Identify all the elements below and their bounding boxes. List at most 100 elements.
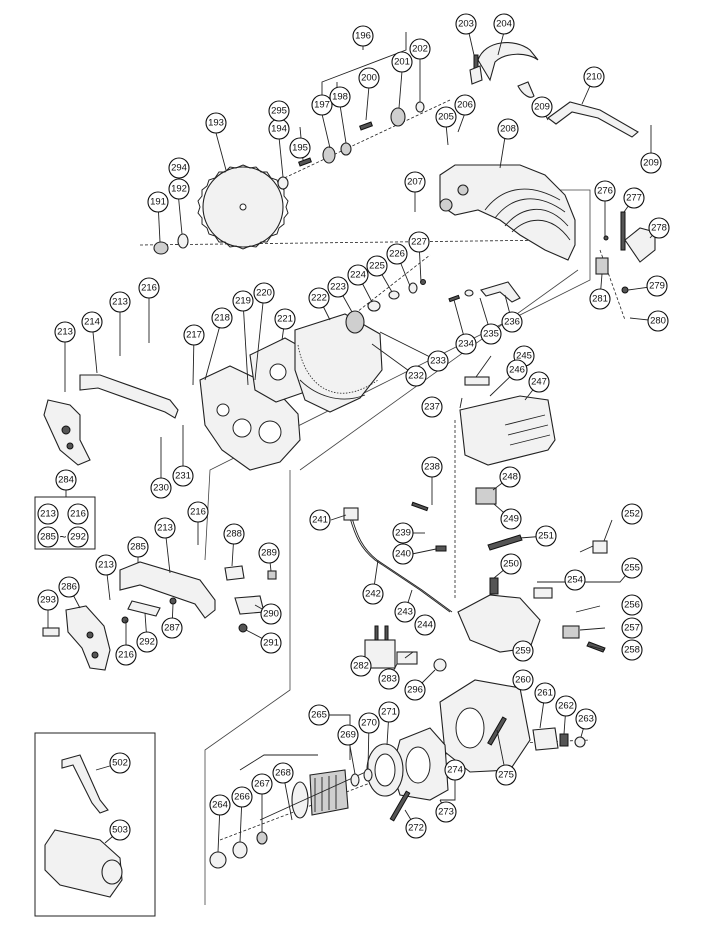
svg-text:214: 214 [84, 317, 100, 328]
callout-233: 233 [427, 350, 449, 372]
blade-bolt [153, 241, 169, 255]
svg-text:221: 221 [277, 314, 293, 325]
svg-text:293: 293 [40, 595, 56, 606]
saw-blade [197, 164, 289, 250]
callout-271: 271 [378, 701, 400, 723]
svg-text:205: 205 [438, 112, 454, 123]
svg-text:213: 213 [112, 297, 128, 308]
callout-266: 266 [231, 786, 253, 808]
callout-241: 241 [309, 509, 331, 531]
svg-text:223: 223 [330, 282, 346, 293]
callout-295: 295 [268, 100, 290, 122]
svg-text:262: 262 [558, 701, 574, 712]
callout-216: 216 [187, 501, 209, 523]
kit-callout-213: 213 [37, 503, 59, 525]
svg-text:290: 290 [263, 609, 279, 620]
svg-text:291: 291 [263, 638, 279, 649]
svg-text:267: 267 [254, 779, 270, 790]
svg-text:273: 273 [438, 807, 454, 818]
callout-259: 259 [512, 640, 534, 662]
svg-text:265: 265 [311, 710, 327, 721]
svg-text:208: 208 [500, 124, 516, 135]
svg-text:209: 209 [643, 158, 659, 169]
callout-261: 261 [534, 682, 556, 704]
callout-275: 275 [495, 764, 517, 786]
kit-callout-216: 216 [67, 503, 89, 525]
svg-text:209: 209 [534, 102, 550, 113]
svg-text:261: 261 [537, 688, 553, 699]
callout-265: 265 [308, 704, 330, 726]
callout-231: 231 [172, 465, 194, 487]
svg-text:222: 222 [311, 293, 327, 304]
svg-text:195: 195 [292, 143, 308, 154]
svg-text:234: 234 [458, 339, 474, 350]
gear-case [439, 164, 576, 261]
cord-connector [579, 540, 608, 554]
callout-284: 284 [55, 469, 77, 491]
svg-text:210: 210 [586, 72, 602, 83]
svg-text:275: 275 [498, 770, 514, 781]
callout-254: 254 [564, 569, 586, 591]
svg-text:503: 503 [112, 825, 128, 836]
power-cord [343, 507, 453, 613]
callout-213: 213 [109, 291, 131, 313]
callout-216: 216 [138, 277, 160, 299]
callout-291: 291 [260, 632, 282, 654]
svg-text:193: 193 [208, 118, 224, 129]
callout-223: 223 [327, 276, 349, 298]
svg-text:247: 247 [531, 377, 547, 388]
callout-292: 292 [136, 631, 158, 653]
svg-text:277: 277 [626, 193, 642, 204]
svg-text:207: 207 [407, 177, 423, 188]
callout-213: 213 [95, 554, 117, 576]
svg-text:213: 213 [98, 560, 114, 571]
callout-218: 218 [211, 307, 233, 329]
armature [259, 769, 371, 821]
svg-text:237: 237 [424, 402, 440, 413]
svg-text:260: 260 [515, 675, 531, 686]
svg-text:227: 227 [411, 237, 427, 248]
callout-213: 213 [154, 517, 176, 539]
callout-216: 216 [115, 644, 137, 666]
callout-201: 201 [391, 51, 413, 73]
svg-text:236: 236 [504, 317, 520, 328]
svg-text:288: 288 [226, 529, 242, 540]
svg-text:279: 279 [649, 281, 665, 292]
callout-209: 209 [640, 152, 662, 174]
callout-276: 276 [594, 180, 616, 202]
svg-text:276: 276 [597, 186, 613, 197]
terminal-blocks [364, 625, 447, 672]
svg-text:216: 216 [141, 283, 157, 294]
callout-270: 270 [358, 712, 380, 734]
svg-text:286: 286 [61, 582, 77, 593]
svg-text:263: 263 [578, 714, 594, 725]
callout-287: 287 [161, 617, 183, 639]
svg-text:292: 292 [70, 532, 86, 543]
callout-290: 290 [260, 603, 282, 625]
callout-264: 264 [209, 794, 231, 816]
svg-text:216: 216 [70, 509, 86, 520]
svg-text:235: 235 [483, 329, 499, 340]
callout-226: 226 [386, 243, 408, 265]
callout-257: 257 [621, 617, 643, 639]
armature-bearings [209, 768, 411, 869]
svg-text:242: 242 [365, 589, 381, 600]
svg-text:241: 241 [312, 515, 328, 526]
inner-washer [277, 176, 289, 190]
callout-230: 230 [150, 477, 172, 499]
svg-text:204: 204 [496, 19, 512, 30]
holder-assembly-lower [42, 561, 277, 671]
callout-503: 503 [109, 819, 131, 841]
svg-text:245: 245 [516, 351, 532, 362]
callout-250: 250 [500, 553, 522, 575]
callout-191: 191 [147, 191, 169, 213]
blade-washer-outer [177, 233, 189, 249]
callout-296: 296 [404, 679, 426, 701]
svg-text:259: 259 [515, 646, 531, 657]
callout-294: 294 [168, 157, 190, 179]
svg-text:502: 502 [112, 758, 128, 769]
hex-wrench [61, 754, 109, 814]
callout-283: 283 [378, 668, 400, 690]
callout-288: 288 [223, 523, 245, 545]
callout-273: 273 [435, 801, 457, 823]
